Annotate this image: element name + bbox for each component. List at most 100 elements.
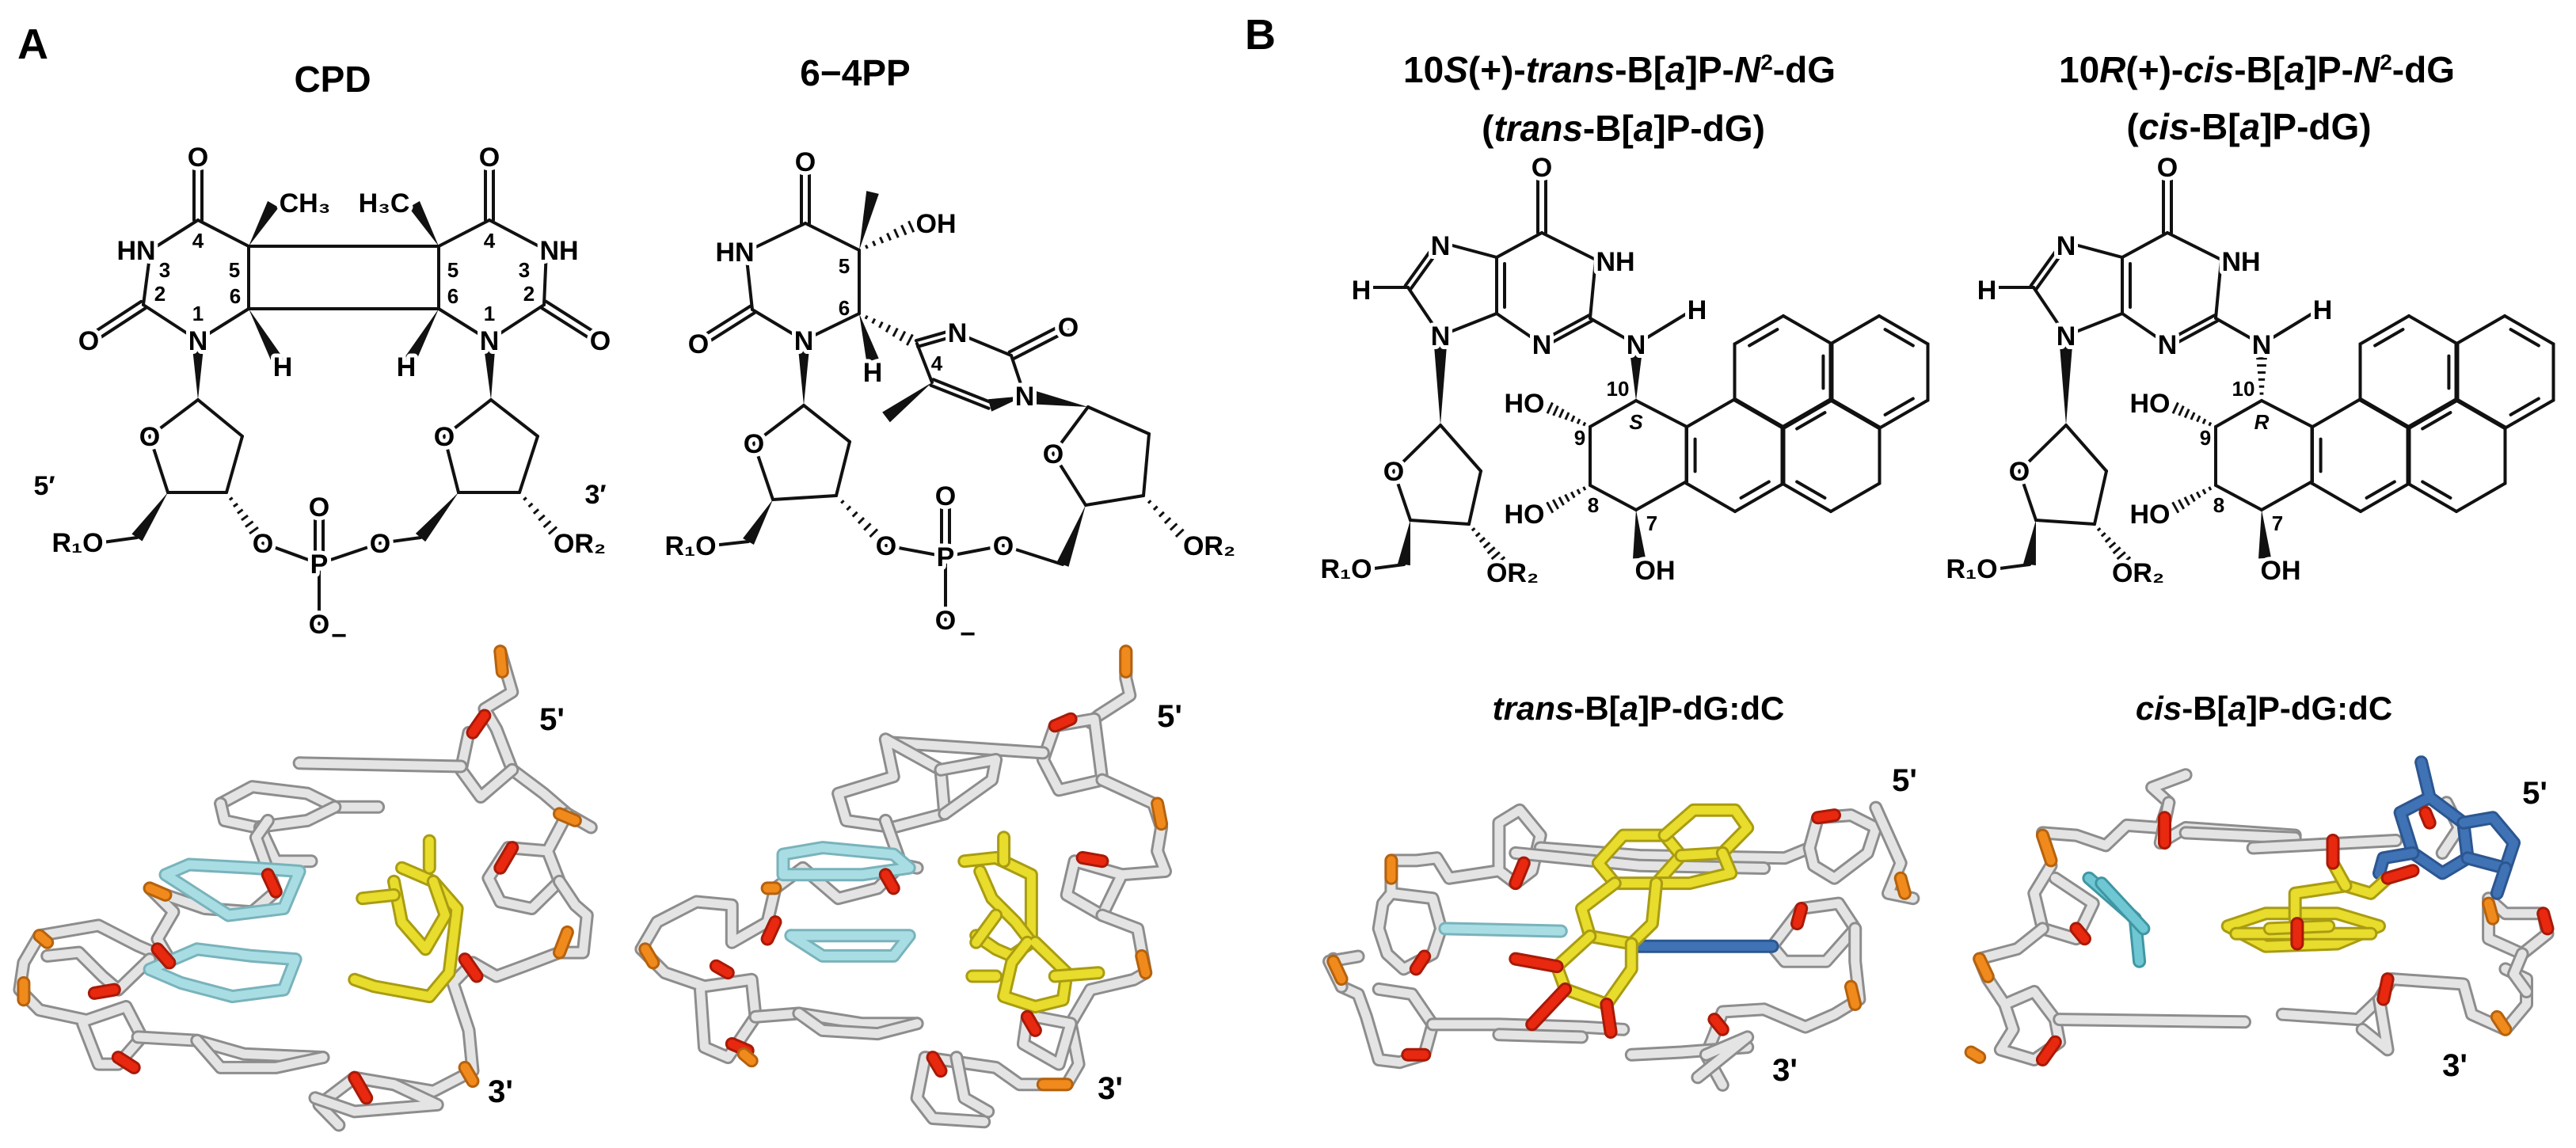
pp64-render-stick xyxy=(1078,853,1107,866)
single-bond xyxy=(1392,469,1412,522)
hash-bond xyxy=(553,531,564,542)
hash-bond xyxy=(1552,405,1559,416)
double-bond xyxy=(2029,238,2065,287)
hash-bond xyxy=(864,314,869,320)
cis-render-stick xyxy=(2038,831,2056,865)
trans-render-stick xyxy=(1793,904,1806,929)
trans-render-stick xyxy=(1846,982,1860,1009)
hash-bond xyxy=(1471,526,1476,532)
hash-bond xyxy=(863,523,872,531)
cis-render-stick xyxy=(2492,1012,2510,1034)
trans-atom-label: N xyxy=(1431,321,1451,352)
trans-atom-label: N xyxy=(1532,330,1552,360)
hash-bond xyxy=(245,520,254,528)
cpd-atom-label: O xyxy=(479,143,500,173)
single-bond xyxy=(711,540,750,547)
hash-bond xyxy=(1490,551,1501,561)
cis-atom-label: NH xyxy=(2221,247,2260,277)
single-bond xyxy=(518,435,539,494)
single-bond xyxy=(2455,397,2507,429)
hash-bond xyxy=(523,496,527,501)
pp64-render-stick xyxy=(711,961,732,978)
cpd-atom-label: 4 xyxy=(484,229,496,253)
single-bond xyxy=(1878,314,1930,346)
single-bond xyxy=(2407,314,2460,346)
hash-bond xyxy=(1147,500,1152,504)
cpd-render-stick xyxy=(555,809,580,825)
pp64-render-stick xyxy=(751,1009,922,1028)
cis-render-stick xyxy=(2383,866,2418,883)
pp64-atom-label: HN xyxy=(715,238,754,268)
wedge-bond xyxy=(249,309,284,366)
hash-bond xyxy=(879,236,885,244)
double-bond xyxy=(2164,314,2216,344)
hash-bond xyxy=(1174,528,1185,538)
hash-bond xyxy=(2116,551,2126,561)
double-bond xyxy=(698,311,756,349)
double-bond xyxy=(1541,319,1593,349)
double-bond xyxy=(1403,238,1440,287)
single-bond xyxy=(885,544,947,558)
single-bond xyxy=(488,219,548,252)
cis-atom-label: O xyxy=(2157,153,2178,183)
pp64-render-stick xyxy=(1018,1012,1075,1069)
pp64-atom-label: O xyxy=(1043,439,1064,469)
pp64-render-stick xyxy=(1153,799,1166,829)
pp64-five-prime-label: 5' xyxy=(1157,699,1182,734)
hash-bond xyxy=(532,508,540,515)
double-bond xyxy=(916,333,959,348)
cis-title-line1: 10R(+)-cis-B[a]P-N2-dG xyxy=(2059,49,2455,90)
cpd-render-stick xyxy=(216,799,340,832)
pp64-atom-label: N xyxy=(948,318,968,348)
hash-bond xyxy=(2177,499,2186,510)
cis-render-stick xyxy=(1966,1047,1984,1062)
wedge-bond xyxy=(1633,510,1646,559)
pp64-atom-label: O xyxy=(935,481,956,511)
single-bond xyxy=(2093,469,2108,526)
single-bond xyxy=(1589,317,1638,346)
cpd-render-stick xyxy=(255,823,316,866)
cis-atom-label: OH xyxy=(2261,556,2301,586)
cpd-atom-label: H xyxy=(397,352,417,382)
single-bond xyxy=(2121,231,2169,259)
trans-render-stick xyxy=(1329,954,1437,1067)
pp64-atom-label: OH xyxy=(916,209,957,239)
pp64-render-stick xyxy=(778,843,914,880)
double-bond xyxy=(1409,242,1445,291)
trans-render-stick xyxy=(1329,956,1346,984)
single-bond xyxy=(2064,312,2124,337)
wedge-bond xyxy=(1056,505,1086,567)
single-bond xyxy=(196,219,250,248)
cis-render-stick xyxy=(2248,836,2401,853)
hash-bond xyxy=(2171,501,2180,514)
aromatic-bond xyxy=(1748,328,1779,348)
trans-five-prime-label: 5' xyxy=(1892,763,1917,798)
single-bond xyxy=(196,398,244,438)
pp64-render-stick xyxy=(1062,775,1170,920)
pp64-render-stick xyxy=(881,870,898,893)
trans-title-line2: (trans-B[a]P-dG) xyxy=(1482,108,1765,149)
hash-bond xyxy=(2100,532,2106,538)
single-bond xyxy=(2064,424,2108,473)
single-bond xyxy=(1439,424,1482,473)
pp64-atom-label: P xyxy=(937,542,955,572)
single-bond xyxy=(1084,494,1145,507)
panel-label-a: A xyxy=(17,21,48,68)
double-bond xyxy=(89,306,147,346)
pp64-render-stick xyxy=(952,1053,993,1116)
double-bond xyxy=(694,304,752,342)
hash-bond xyxy=(1564,412,1570,420)
trans-atom-label: O xyxy=(1383,457,1404,487)
hash-bond xyxy=(1546,501,1554,514)
cpd-render-stick xyxy=(460,955,481,981)
single-bond xyxy=(1733,398,1785,430)
cpd-atom-label: 1 xyxy=(192,302,204,325)
trans-render-stick xyxy=(1440,924,1566,936)
single-bond xyxy=(752,404,805,445)
pp64-render-stick xyxy=(1137,951,1151,978)
pp64-atom-label: 5 xyxy=(839,254,850,278)
cpd-atom-label: 2 xyxy=(154,282,166,306)
single-bond xyxy=(225,435,244,494)
cis-atom-label: H xyxy=(1977,276,1997,306)
hash-bond xyxy=(886,232,892,241)
